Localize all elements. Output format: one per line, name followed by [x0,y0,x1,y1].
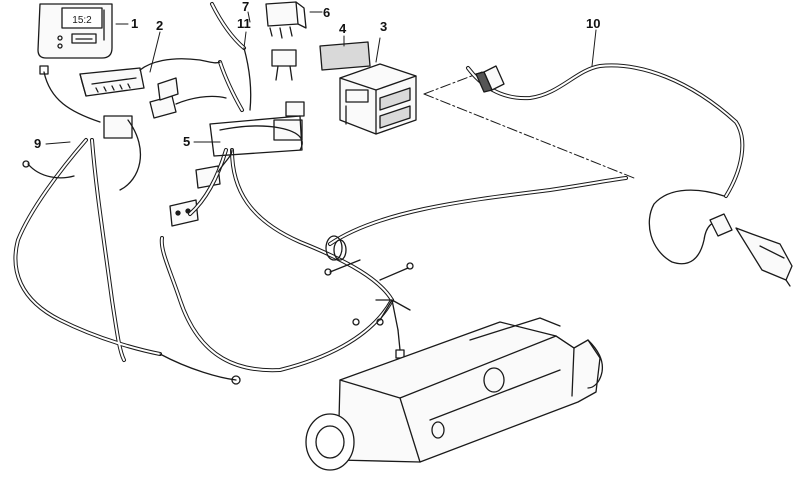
relay-plug-connectors [271,49,305,141]
callout-2: 2 [156,18,164,33]
thin-wires [22,47,414,385]
plug-connectors [103,77,221,227]
part-2-connector-strip [79,67,145,97]
callout-7: 7 [242,0,250,14]
callout-3: 3 [380,19,388,34]
part-10-hose-fitting [475,65,505,93]
callout-4: 4 [339,21,347,36]
part-10-hose [466,63,745,198]
main-harness-inner [14,3,627,372]
reference-dashed-line [423,71,635,179]
callout-9: 9 [34,136,42,151]
part-10-hose-inner [467,64,744,197]
temperature-sensor [648,189,793,287]
part-4-pad [319,41,371,71]
callout-10: 10 [586,16,601,31]
harness-grommet [209,115,347,261]
part-6-relay [265,1,307,39]
part-1-timer-unit: 15:2 [37,3,113,59]
timer-display-text: 15:2 [72,15,92,26]
heater-unit [305,317,604,471]
leader-lines [45,11,597,145]
callout-6: 6 [323,5,331,20]
callout-11: 11 [237,16,251,31]
callout-1: 1 [131,16,139,31]
part-3-control-module [339,63,417,135]
callout-5: 5 [183,134,191,149]
